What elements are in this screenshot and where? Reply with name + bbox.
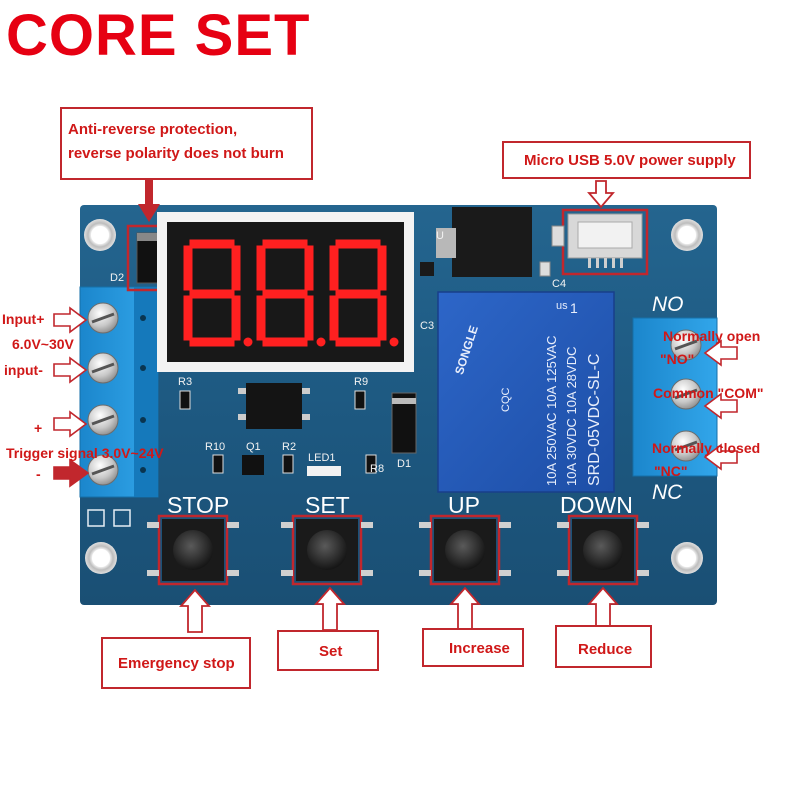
left-terminal-block: [79, 286, 159, 498]
arrow-up-icon: [314, 586, 346, 631]
anti-reverse-callout: Anti-reverse protection, reverse polarit…: [60, 107, 313, 180]
relay-one: 1: [570, 300, 578, 316]
label-trigger-signal: Trigger signal 3.0V~24V: [6, 445, 164, 461]
set-label: Set: [319, 643, 343, 660]
silk-c4: C4: [552, 278, 567, 290]
silk-d1: D1: [397, 458, 412, 470]
micro-usb-callout: Micro USB 5.0V power supply: [502, 141, 751, 179]
label-voltage-range: 6.0V~30V: [12, 336, 74, 352]
brand-logo: CORE SET: [6, 3, 311, 68]
label-normally-closed: Normally closed: [652, 440, 761, 456]
terminal-nc-label: NC: [652, 481, 683, 504]
arrow-down-icon: [587, 180, 615, 209]
label-common: Common "COM": [653, 385, 764, 401]
micro-usb-connector: [561, 208, 649, 276]
screw-icon: [670, 329, 702, 361]
label-no-quote: "NO": [660, 351, 695, 367]
relay-cqc: CQC: [500, 387, 512, 412]
set-callout: Set: [277, 630, 379, 671]
button-label-stop: STOP: [167, 492, 230, 518]
arrow-right-icon: [53, 410, 88, 438]
silk-r10: R10: [205, 441, 226, 453]
label-normally-open: Normally open: [663, 328, 761, 344]
screw-icon: [87, 454, 119, 486]
terminal-no-label: NO: [652, 293, 684, 316]
silk-r2: R2: [282, 441, 297, 453]
seven-segment-display: [157, 212, 414, 372]
silk-led1: LED1: [308, 452, 336, 464]
up-push-button: [429, 514, 501, 586]
arrow-left-icon: [703, 392, 738, 420]
relay-model: SRD-05VDC-SL-C: [586, 353, 603, 486]
screw-icon: [670, 378, 702, 410]
stop-push-button: [157, 514, 229, 586]
mounting-hole-bottom-right: [671, 542, 703, 574]
relay-us-mark: us: [556, 300, 568, 312]
emergency-stop-callout: Emergency stop: [101, 637, 251, 689]
mounting-hole-bottom-left: [85, 542, 117, 574]
arrow-up-icon: [179, 588, 211, 633]
down-push-button: [567, 514, 639, 586]
arrow-up-icon: [449, 586, 481, 631]
relay-rating-a: 10A 250VAC 10A 125VAC: [544, 335, 559, 486]
screw-icon: [670, 430, 702, 462]
emergency-stop-label: Emergency stop: [118, 655, 235, 672]
anti-reverse-line1: Anti-reverse protection,: [68, 121, 238, 138]
mounting-hole-top-right: [671, 219, 703, 251]
micro-usb-label: Micro USB 5.0V power supply: [524, 152, 736, 169]
relay-rating-b: 10A 30VDC 10A 28VDC: [564, 346, 579, 486]
screw-icon: [87, 404, 119, 436]
arrow-up-icon: [587, 586, 619, 631]
silk-u: U: [436, 230, 444, 242]
screw-icon: [87, 302, 119, 334]
label-nc-quote: "NC": [654, 463, 688, 479]
arrow-down-icon: [138, 180, 160, 222]
silk-q1: Q1: [246, 441, 261, 453]
right-terminal-block: [632, 317, 718, 477]
screw-icon: [87, 352, 119, 384]
set-push-button: [291, 514, 363, 586]
label-input-plus: Input+: [2, 311, 45, 327]
arrow-right-icon: [53, 306, 88, 334]
label-input-minus: input-: [4, 362, 43, 378]
silk-r3: R3: [178, 376, 193, 388]
arrow-left-icon: [703, 339, 738, 367]
voltage-regulator: [420, 207, 532, 277]
relay: [437, 291, 615, 493]
anti-reverse-line2: reverse polarity does not burn: [68, 145, 284, 162]
reduce-label: Reduce: [578, 641, 633, 658]
arrow-right-icon: [53, 458, 90, 488]
reduce-callout: Reduce: [555, 625, 652, 668]
arrow-left-icon: [703, 443, 738, 471]
button-label-set: SET: [305, 492, 350, 518]
button-label-down: DOWN: [560, 492, 633, 518]
increase-callout: Increase: [422, 628, 524, 667]
label-trigger-minus: -: [36, 466, 41, 482]
silk-c3: C3: [420, 320, 435, 332]
arrow-right-icon: [53, 356, 88, 384]
label-trigger-plus: +: [34, 420, 43, 436]
button-label-up: UP: [448, 492, 480, 518]
increase-label: Increase: [449, 640, 510, 657]
mounting-hole-top-left: [84, 219, 116, 251]
silk-r9: R9: [354, 376, 369, 388]
silk-r8: R8: [370, 463, 385, 475]
silk-d2: D2: [110, 272, 125, 284]
